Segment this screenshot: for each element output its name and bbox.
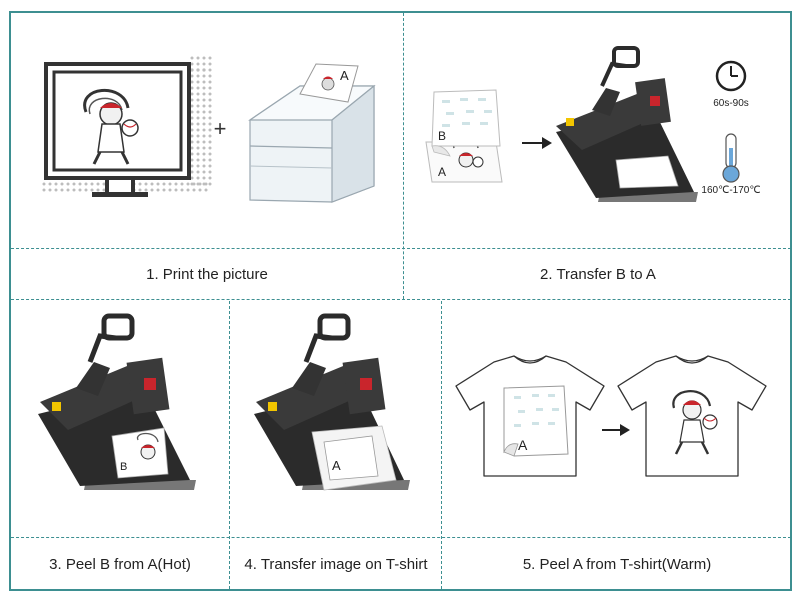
divider-bottom-left (229, 301, 230, 589)
step-5-panel: A (444, 304, 788, 534)
step-4-caption: 4. Transfer image on T-shirt (244, 555, 428, 573)
clock-icon (715, 60, 747, 92)
step-5-caption: 5. Peel A from T-shirt(Warm) (522, 555, 712, 573)
peeled-paper-b (111, 427, 169, 479)
step-1-panel: + A (14, 16, 400, 246)
paper-label-a: A (518, 437, 528, 453)
step-2-caption: 2. Transfer B to A (540, 265, 656, 283)
divider-top-vertical (403, 13, 404, 299)
step-2-panel: B A 60s-90s (406, 16, 790, 246)
divider-bottom-caption (11, 537, 791, 538)
baseball-figure-icon (83, 88, 139, 165)
divider-middle (11, 299, 791, 300)
step-3-panel: B (14, 304, 226, 534)
thermometer-icon (722, 133, 740, 183)
paper-label-a: A (332, 458, 341, 473)
paper-label-b: B (438, 129, 446, 143)
step-4-panel: A (232, 304, 438, 534)
transfer-paper-b (431, 89, 501, 157)
paper-label-a: A (438, 165, 446, 179)
heat-press-machine-icon (556, 46, 698, 202)
step-1-caption: 1. Print the picture (146, 265, 268, 283)
printed-t-shirt-icon (617, 355, 767, 477)
printer-icon (248, 63, 376, 203)
step-3-caption: 3. Peel B from A(Hot) (49, 555, 191, 573)
printed-paper-label-a: A (340, 68, 349, 83)
arrow-right-icon (602, 424, 630, 436)
plus-sign: + (214, 116, 227, 141)
paper-label-b: B (120, 461, 127, 473)
t-shirt-with-paper-icon (455, 355, 605, 477)
divider-top-caption (11, 248, 791, 249)
divider-bottom-right (441, 301, 442, 589)
press-temperature-label: 160℃-170℃ (701, 185, 760, 196)
transfer-paper-a-on-press (323, 435, 379, 481)
arrow-right-icon (522, 137, 552, 149)
press-time-label: 60s-90s (713, 98, 749, 109)
